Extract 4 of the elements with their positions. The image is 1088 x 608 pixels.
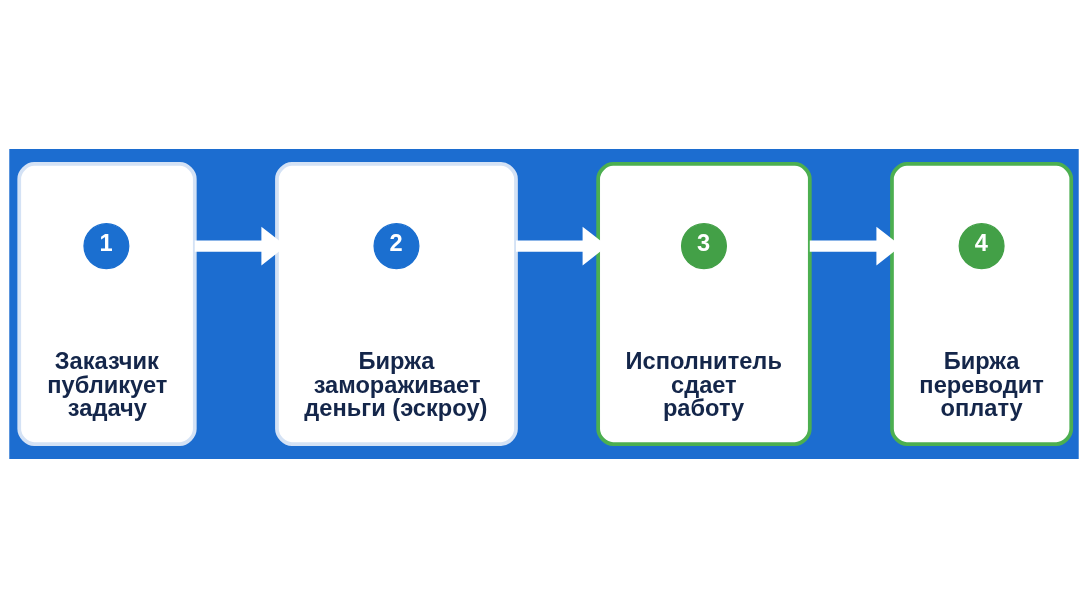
node-circle: 2 xyxy=(373,223,420,270)
node-circle: 4 xyxy=(958,223,1005,270)
node-circle: 3 xyxy=(680,223,727,270)
node-circle: 1 xyxy=(83,223,130,270)
